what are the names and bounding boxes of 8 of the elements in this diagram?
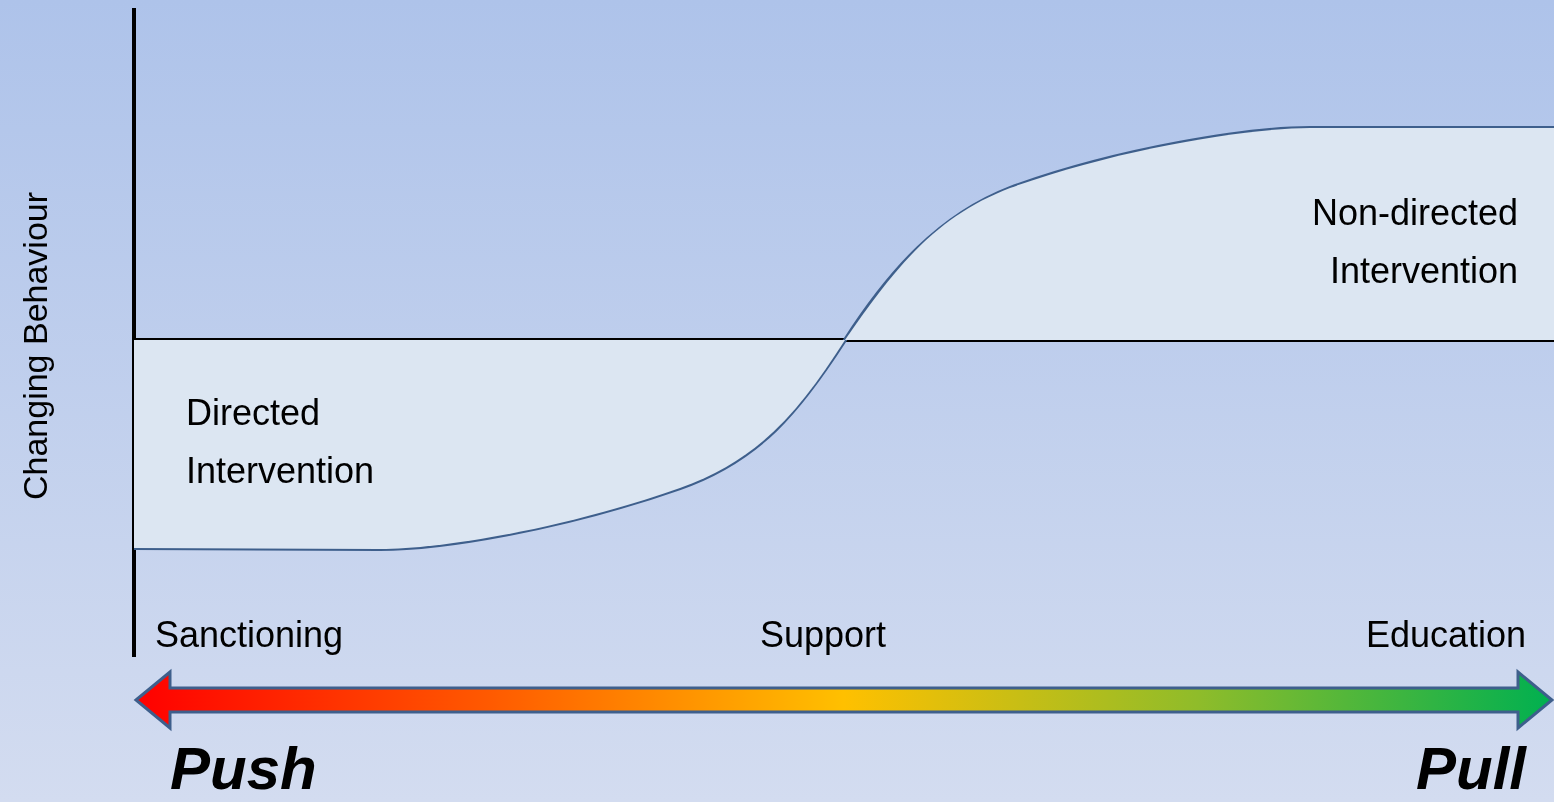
region-label: Non-directed Intervention — [1310, 191, 1518, 293]
scale-label: Education — [1365, 614, 1526, 656]
scale-label: Support — [760, 614, 887, 656]
scale-label: Sanctioning — [155, 614, 344, 656]
region-label: Directed Intervention — [186, 391, 376, 493]
end-label: Pull — [1416, 734, 1526, 802]
end-label: Push — [170, 734, 317, 802]
axis-title: Changing Behaviour — [15, 191, 55, 501]
